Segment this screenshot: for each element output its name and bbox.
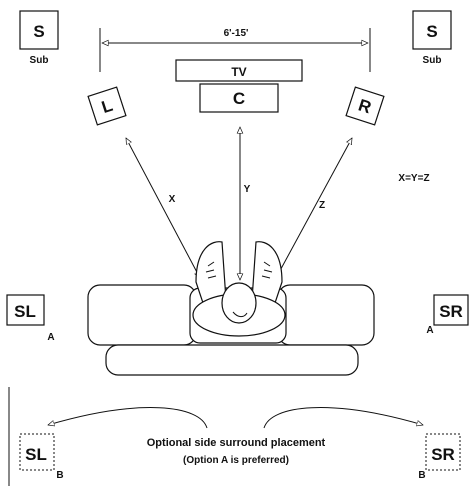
surround-right-b-label: SR xyxy=(431,445,455,464)
listener-head xyxy=(221,282,257,324)
surround-left-b: SL B xyxy=(19,433,64,481)
surround-left-b-label: SL xyxy=(25,445,47,464)
listener-left-hand xyxy=(205,261,217,279)
sofa-cushion-right xyxy=(277,284,375,346)
left-speaker: L xyxy=(87,86,127,126)
subwoofer-left-box xyxy=(19,10,59,50)
surround-left-a-sub: A xyxy=(47,332,54,343)
surround-left-a: SL A xyxy=(6,294,55,343)
surround-right-b-sub: B xyxy=(418,470,425,481)
arc-to-surround-left-b xyxy=(48,407,208,429)
right-speaker-label: R xyxy=(356,96,374,118)
distance-x-label: X xyxy=(169,194,176,205)
center-speaker-label: C xyxy=(233,89,245,108)
right-speaker: R xyxy=(345,86,385,126)
subwoofer-left-letter: S xyxy=(33,22,44,41)
surround-right-b: SR B xyxy=(418,433,461,481)
surround-left-a-box xyxy=(6,294,45,326)
arc-to-surround-right-b xyxy=(263,407,423,429)
surround-right-a-sub: A xyxy=(426,325,433,336)
distance-y-label: Y xyxy=(244,184,251,195)
distance-z-label: Z xyxy=(319,200,325,211)
right-speaker-box xyxy=(345,86,385,126)
listener-hair-line xyxy=(232,311,248,318)
surround-left-b-sub: B xyxy=(56,470,63,481)
subwoofer-right: S Sub xyxy=(412,10,452,66)
listener xyxy=(192,241,286,337)
distance-line-x xyxy=(125,138,201,278)
surround-left-b-box xyxy=(19,433,55,471)
note-subtitle: (Option A is preferred) xyxy=(183,455,289,466)
surround-right-a: SR A xyxy=(426,294,469,336)
subwoofer-right-letter: S xyxy=(426,22,437,41)
width-label: 6'-15' xyxy=(224,28,249,39)
subwoofer-right-box xyxy=(412,10,452,50)
sofa-cushion-left xyxy=(87,284,197,346)
surround-left-a-label: SL xyxy=(14,302,36,321)
distance-line-z xyxy=(275,138,353,278)
surround-right-a-box xyxy=(433,294,469,326)
subwoofer-left-caption: Sub xyxy=(30,55,49,66)
tv-label: TV xyxy=(231,65,246,79)
width-dimension: 6'-15' xyxy=(99,28,371,72)
note-title: Optional side surround placement xyxy=(147,437,326,449)
center-speaker-box xyxy=(199,83,279,113)
sofa-seat-front xyxy=(105,344,359,376)
subwoofer-left: S Sub xyxy=(19,10,59,66)
left-speaker-box xyxy=(87,86,127,126)
surround-right-b-box xyxy=(425,433,461,471)
surround-right-a-label: SR xyxy=(439,302,463,321)
subwoofer-right-caption: Sub xyxy=(423,55,442,66)
listener-right-hand xyxy=(261,261,273,279)
tv-box xyxy=(175,59,303,82)
distance-equation: X=Y=Z xyxy=(398,173,429,184)
